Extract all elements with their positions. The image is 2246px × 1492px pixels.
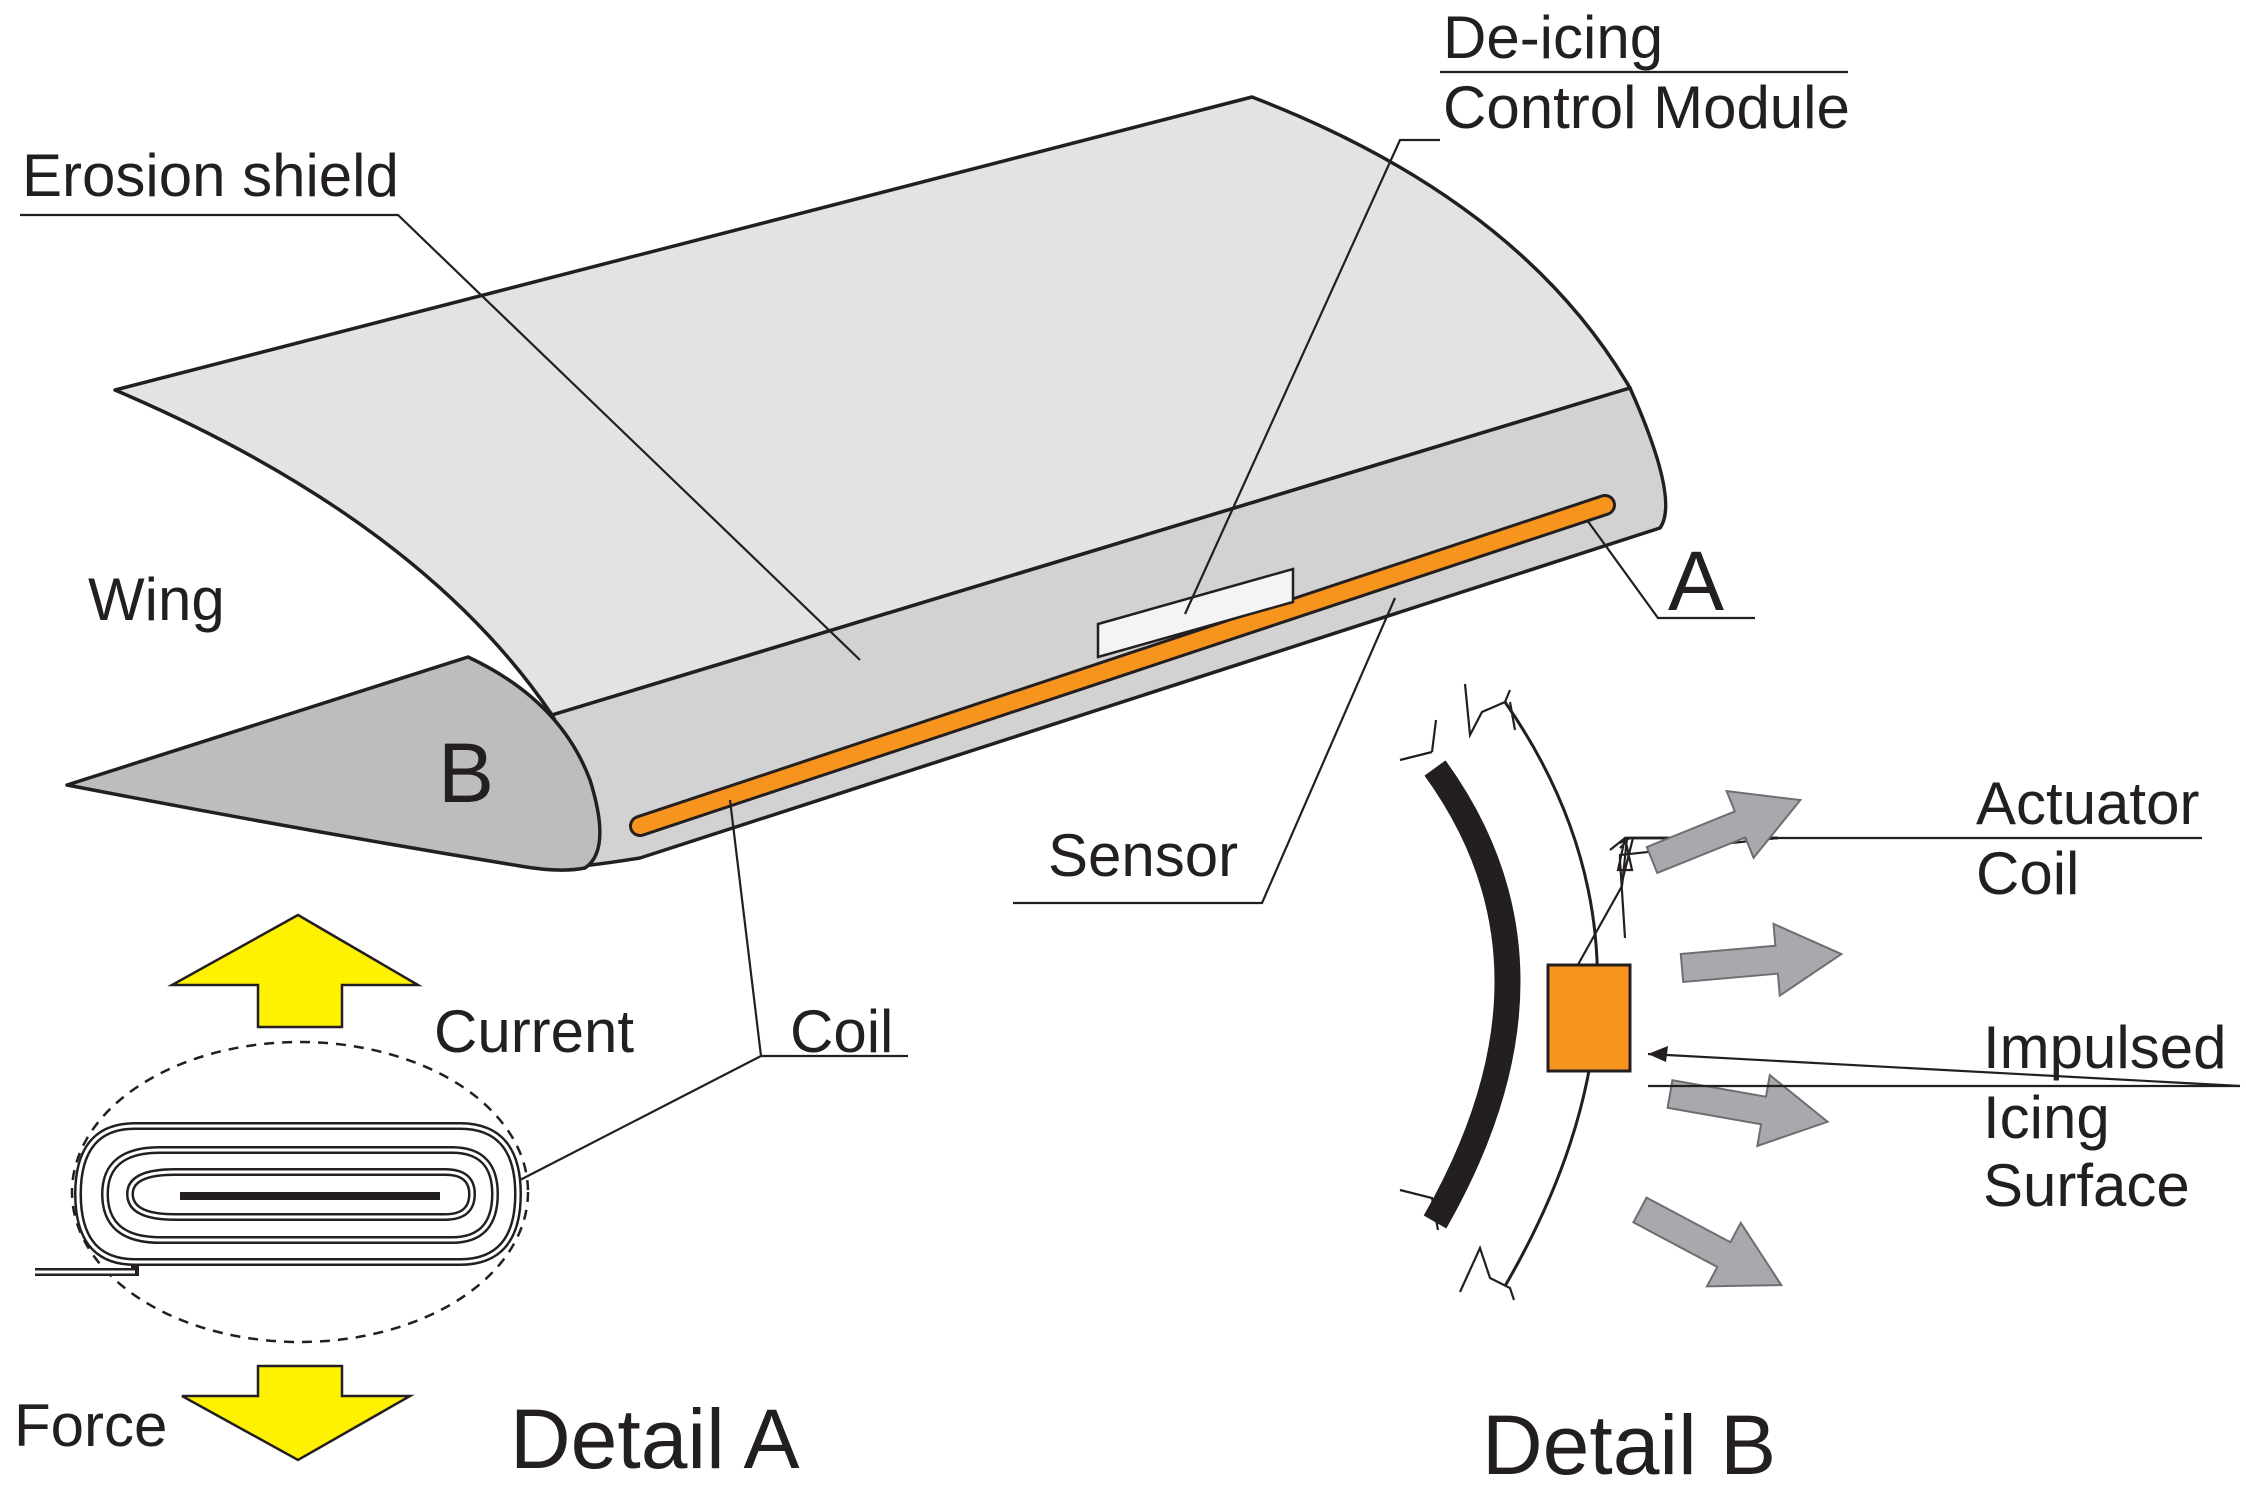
leader-lines — [20, 70, 2241, 1181]
label-point-a: A — [1668, 534, 1724, 628]
label-force: Force — [14, 1392, 167, 1459]
label-impulsed-line3: Surface — [1983, 1152, 2190, 1219]
impulse-arrow-icon — [1666, 1073, 1830, 1148]
wing-assembly — [65, 95, 1668, 872]
detail-b-cross-section — [1399, 683, 1632, 1301]
current-arrow-icon — [167, 913, 423, 1029]
label-impulsed-line1: Impulsed — [1983, 1014, 2226, 1081]
force-arrow-icon — [181, 1364, 415, 1462]
wing-cross-section — [65, 655, 602, 872]
label-deicing-line2: Control Module — [1443, 74, 1850, 141]
label-current: Current — [434, 998, 634, 1065]
impulse-arrow-icon — [1679, 922, 1844, 998]
label-erosion-shield: Erosion shield — [22, 142, 399, 209]
label-deicing-line1: De-icing — [1443, 4, 1663, 71]
wing-skin-thick — [1423, 760, 1521, 1229]
spiral-coil — [35, 1122, 523, 1276]
detail-a-coil — [35, 913, 530, 1462]
label-detail-b: Detail B — [1482, 1398, 1776, 1492]
label-point-b: B — [438, 726, 494, 820]
label-wing: Wing — [88, 566, 225, 633]
label-underlines — [1648, 836, 2240, 1088]
label-actuator-line2: Coil — [1976, 840, 2079, 907]
impulse-arrows — [1632, 789, 1844, 1288]
impulse-arrow-icon — [1645, 789, 1803, 875]
impulse-arrow-icon — [1632, 1196, 1784, 1288]
label-sensor: Sensor — [1048, 822, 1238, 889]
actuator-coil-box — [1546, 963, 1632, 1073]
control-module-box — [1096, 567, 1295, 659]
label-impulsed-line2: Icing — [1983, 1084, 2110, 1151]
label-detail-a: Detail A — [510, 1392, 800, 1486]
wing-edge-line — [551, 386, 1631, 717]
label-actuator-line1: Actuator — [1976, 770, 2199, 837]
coil-detail-ellipse — [70, 1040, 530, 1344]
labels: De-icing Control Module Erosion shield W… — [14, 4, 2226, 1492]
label-coil: Coil — [790, 998, 893, 1065]
